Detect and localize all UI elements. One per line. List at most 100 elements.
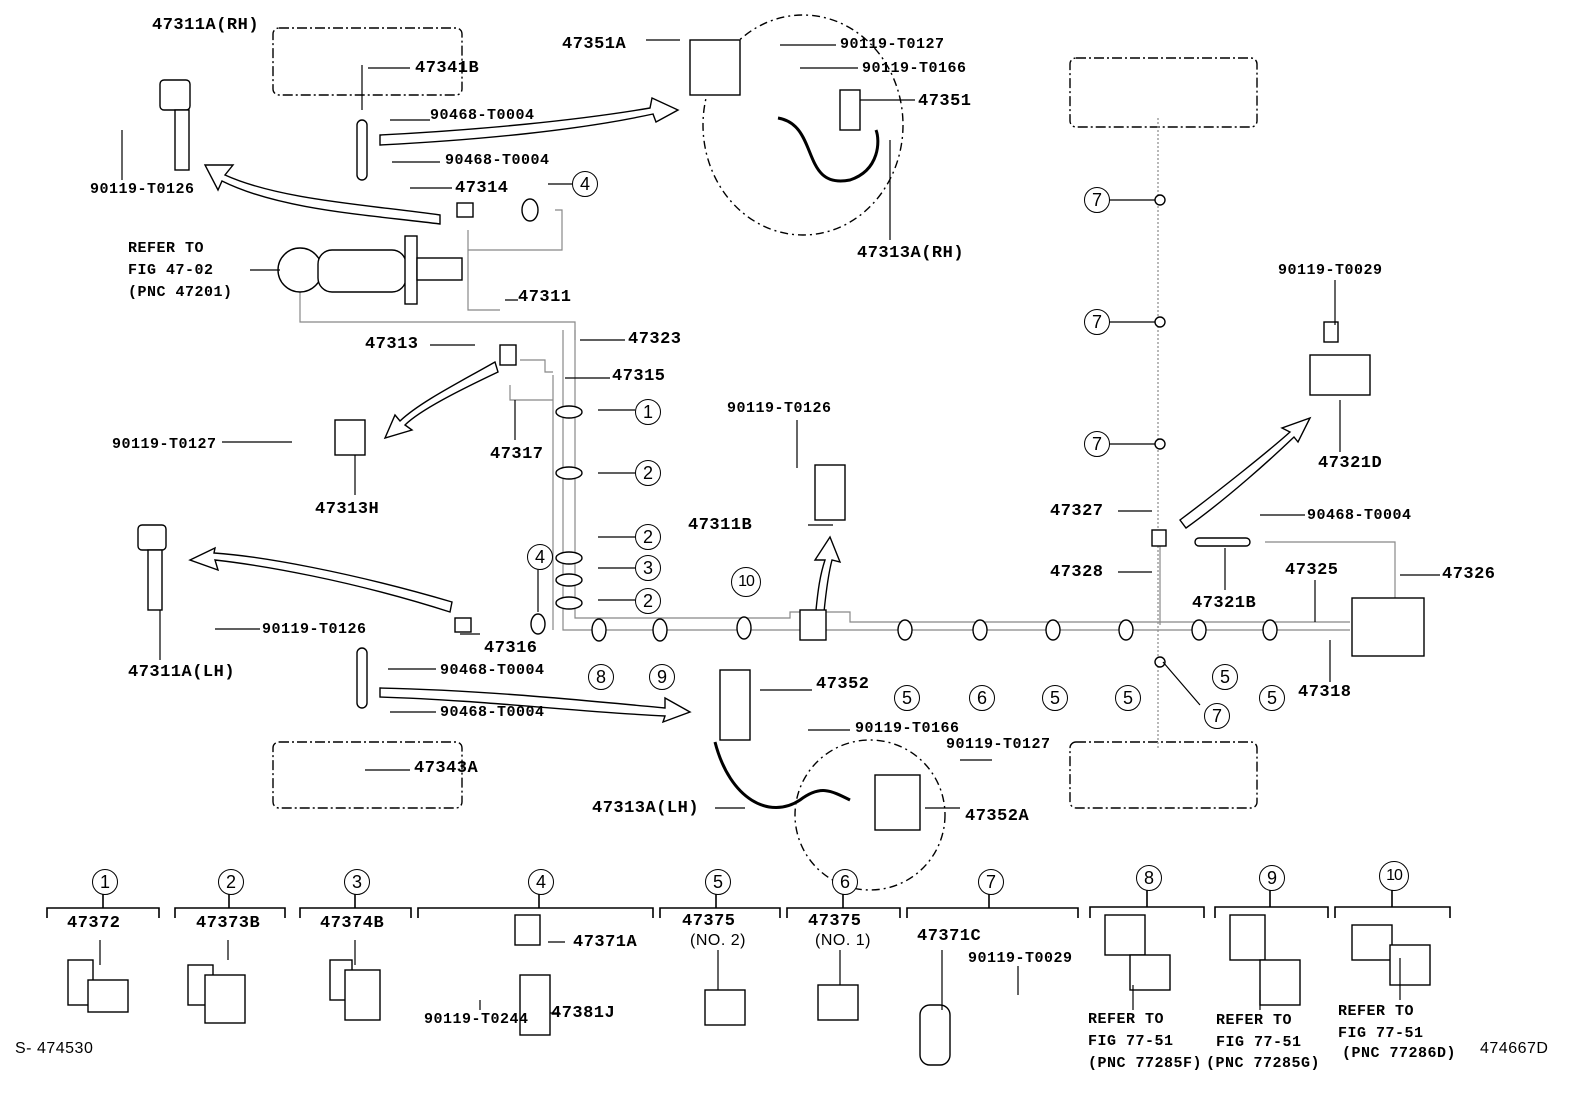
clamp-ref-circle: 6	[969, 685, 995, 711]
group-4-part-47371a: 47371A	[573, 933, 638, 952]
group-10-refer-line1: REFER TO	[1338, 1003, 1415, 1020]
clamp-ref-circle: 4	[527, 544, 553, 570]
clamp-ref-circle: 5	[894, 685, 920, 711]
flex-hoses	[713, 116, 880, 810]
clamp-ref-circle: 4	[572, 171, 598, 197]
clip-leader-lines	[99, 940, 1401, 1014]
label-47311a-lh: 47311A(LH)	[128, 663, 236, 682]
group-8-number: 8	[1136, 865, 1162, 891]
label-90119-t0126: 90119-T0126	[90, 181, 195, 198]
label-47352a: 47352A	[965, 807, 1030, 826]
clamp-ref-circle: 5	[1259, 685, 1285, 711]
label-47321b: 47321B	[1192, 594, 1257, 613]
label-47313a-rh: 47313A(RH)	[857, 244, 965, 263]
label-47311b: 47311B	[688, 516, 753, 535]
group-1-number: 1	[92, 869, 118, 895]
label-90119-t0166: 90119-T0166	[862, 60, 967, 77]
label-90119-t0029: 90119-T0029	[1278, 262, 1383, 279]
label-90119-t0126: 90119-T0126	[727, 400, 832, 417]
label-47317: 47317	[490, 445, 544, 464]
label-47318: 47318	[1298, 683, 1352, 702]
group-2-number: 2	[218, 869, 244, 895]
refer-master-line1: REFER TO	[128, 240, 205, 257]
clamp-ref-circle: 10	[731, 567, 761, 597]
refer-master-line3: (PNC 47201)	[128, 284, 233, 301]
label-90468-t0004: 90468-T0004	[440, 704, 545, 721]
group-1-part: 47372	[67, 914, 121, 933]
label-90468-t0004: 90468-T0004	[1307, 507, 1412, 524]
clamp-ref-circle: 2	[635, 524, 661, 550]
clamp-ref-circle: 7	[1204, 703, 1230, 729]
label-90468-t0004: 90468-T0004	[430, 107, 535, 124]
group-8-refer-line1: REFER TO	[1088, 1011, 1165, 1028]
clamp-ref-circle: 7	[1084, 187, 1110, 213]
fittings	[137, 39, 1425, 831]
tube-clamp-ovals	[521, 198, 1278, 642]
clamp-ref-circle: 1	[635, 399, 661, 425]
footer-left-code: S- 474530	[15, 1040, 94, 1057]
dash-dot-callout-ellipses	[702, 14, 946, 891]
group-6-part: 47375	[808, 912, 862, 931]
group-5-note: (NO. 2)	[690, 932, 746, 949]
clip-sketches	[67, 914, 1431, 1066]
label-47327: 47327	[1050, 502, 1104, 521]
label-47323: 47323	[628, 330, 682, 349]
label-47321d: 47321D	[1318, 454, 1383, 473]
label-47313: 47313	[365, 335, 419, 354]
group-6-note: (NO. 1)	[815, 932, 871, 949]
label-90468-t0004: 90468-T0004	[440, 662, 545, 679]
direction-arrows	[188, 96, 1312, 724]
group-3-number: 3	[344, 869, 370, 895]
label-47326: 47326	[1442, 565, 1496, 584]
group-6-number: 6	[832, 869, 858, 895]
master-cylinder	[277, 235, 463, 305]
clamp-ref-circle: 7	[1084, 309, 1110, 335]
label-90119-t0127: 90119-T0127	[112, 436, 217, 453]
ref-box-top-left	[272, 27, 463, 96]
clamp-ref-circle: 5	[1115, 685, 1141, 711]
label-47311a-rh: 47311A(RH)	[152, 16, 260, 35]
clamp-ref-circle: 8	[588, 664, 614, 690]
label-47341b: 47341B	[415, 59, 480, 78]
label-47343a: 47343A	[414, 759, 479, 778]
group-4-number: 4	[528, 869, 554, 895]
refer-master-line2: FIG 47-02	[128, 262, 214, 279]
label-47311: 47311	[518, 288, 572, 307]
leader-lines	[121, 39, 1440, 809]
ref-box-bottom-left	[272, 741, 463, 809]
clamp-ref-circle: 2	[635, 460, 661, 486]
group-7-part-47371c: 47371C	[917, 927, 982, 946]
label-47351a: 47351A	[562, 35, 627, 54]
group-3-part: 47374B	[320, 914, 385, 933]
label-90468-t0004: 90468-T0004	[445, 152, 550, 169]
group-2-part: 47373B	[196, 914, 261, 933]
label-47328: 47328	[1050, 563, 1104, 582]
label-47313h: 47313H	[315, 500, 380, 519]
label-47325: 47325	[1285, 561, 1339, 580]
reference-boxes	[272, 27, 1258, 809]
label-90119-t0166: 90119-T0166	[855, 720, 960, 737]
label-47313a-lh: 47313A(LH)	[592, 799, 700, 818]
group-10-number: 10	[1379, 861, 1409, 891]
label-47352: 47352	[816, 675, 870, 694]
footer-right-code: 474667D	[1480, 1040, 1549, 1057]
group-9-refer-line2: FIG 77-51	[1216, 1034, 1302, 1051]
clamp-ref-circle: 9	[649, 664, 675, 690]
group-7-number: 7	[978, 869, 1004, 895]
group-brackets	[46, 890, 1451, 918]
group-10-refer-line2: FIG 77-51	[1338, 1025, 1424, 1042]
label-47315: 47315	[612, 367, 666, 386]
clamp-ref-circle: 7	[1084, 431, 1110, 457]
group-10-refer-line3: (PNC 77286D)	[1342, 1045, 1457, 1062]
group-9-refer-line1: REFER TO	[1216, 1012, 1293, 1029]
ref-box-top-right	[1069, 57, 1258, 128]
group-8-refer-line3: (PNC 77285F)	[1088, 1055, 1203, 1072]
clamp-ref-circle: 5	[1212, 664, 1238, 690]
main-brake-tubes	[299, 209, 1396, 631]
clamp-ref-circle: 5	[1042, 685, 1068, 711]
clamp-ref-circle: 2	[635, 588, 661, 614]
group-7-part-90119-t0029: 90119-T0029	[968, 950, 1073, 967]
group-4-part-90119-t0244: 90119-T0244	[424, 1011, 529, 1028]
group-9-refer-line3: (PNC 77285G)	[1206, 1055, 1321, 1072]
